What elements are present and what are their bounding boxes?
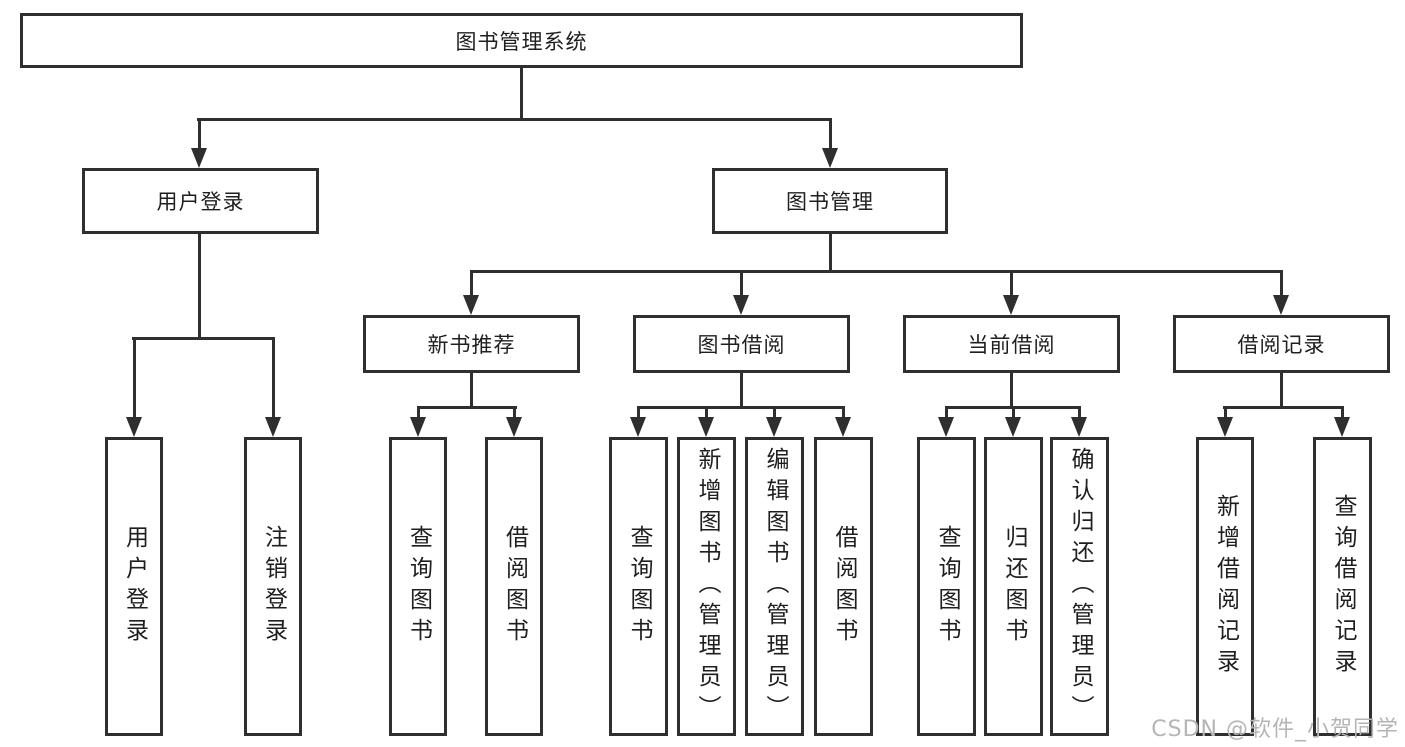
arrowhead-icon	[835, 417, 851, 437]
connector-line	[133, 337, 136, 421]
node-library-system: 图书管理系统	[20, 13, 1023, 68]
leaf-current-confirm-return-admin: 确认归还（管理员）	[1050, 437, 1109, 736]
leaf-records-query-record: 查询借阅记录	[1313, 437, 1372, 736]
connector-line	[1224, 406, 1227, 421]
arrowhead-icon	[506, 417, 522, 437]
arrowhead-icon	[1071, 417, 1087, 437]
node-borrow-records: 借阅记录	[1173, 315, 1390, 373]
arrowhead-icon	[698, 417, 714, 437]
node-book-borrow: 图书借阅	[633, 315, 850, 373]
connector-line	[417, 406, 420, 421]
connector-line	[1010, 270, 1013, 299]
node-current-borrow: 当前借阅	[903, 315, 1120, 373]
connector-line	[829, 232, 832, 272]
leaf-current-query-books: 查询图书	[917, 437, 976, 736]
arrowhead-icon	[822, 148, 838, 168]
arrowhead-icon	[938, 417, 954, 437]
connector-line	[272, 337, 275, 421]
arrowhead-icon	[630, 417, 646, 437]
node-user-login: 用户登录	[82, 168, 319, 234]
arrowhead-icon	[126, 417, 142, 437]
connector-line	[637, 406, 640, 421]
leaf-borrow-query-books: 查询图书	[609, 437, 668, 736]
connector-line	[740, 270, 743, 299]
arrowhead-icon	[191, 148, 207, 168]
connector-line	[197, 118, 832, 121]
connector-line	[132, 337, 275, 340]
connector-line	[1010, 371, 1013, 408]
leaf-recommend-query-books: 查询图书	[389, 437, 447, 736]
leaf-borrow-borrow-books: 借阅图书	[814, 437, 873, 736]
arrowhead-icon	[463, 295, 479, 315]
arrowhead-icon	[1334, 417, 1350, 437]
leaf-user-login: 用户登录	[105, 437, 163, 736]
connector-line	[470, 270, 1283, 273]
arrowhead-icon	[1273, 295, 1289, 315]
connector-line	[1078, 406, 1081, 421]
connector-line	[740, 371, 743, 408]
connector-line	[1341, 406, 1344, 421]
leaf-logout: 注销登录	[244, 437, 302, 736]
leaf-borrow-edit-books-admin: 编辑图书（管理员）	[745, 437, 804, 736]
connector-line	[773, 406, 776, 421]
leaf-current-return-books: 归还图书	[984, 437, 1043, 736]
connector-line	[637, 406, 845, 409]
connector-line	[513, 406, 516, 421]
connector-line	[945, 406, 948, 421]
watermark: CSDN @软件_小贺同学	[1151, 717, 1399, 742]
leaf-records-add-record: 新增借阅记录	[1196, 437, 1254, 736]
arrowhead-icon	[766, 417, 782, 437]
leaf-borrow-add-books-admin: 新增图书（管理员）	[677, 437, 736, 736]
leaf-recommend-borrow-books: 借阅图书	[485, 437, 543, 736]
node-new-book-recommend: 新书推荐	[363, 315, 580, 373]
arrowhead-icon	[265, 417, 281, 437]
connector-line	[470, 270, 473, 299]
connector-line	[1280, 371, 1283, 408]
connector-line	[829, 118, 832, 152]
connector-line	[705, 406, 708, 421]
connector-line	[1012, 406, 1015, 421]
arrowhead-icon	[733, 295, 749, 315]
arrowhead-icon	[1217, 417, 1233, 437]
arrowhead-icon	[410, 417, 426, 437]
connector-line	[520, 67, 523, 120]
connector-line	[198, 118, 201, 152]
connector-line	[842, 406, 845, 421]
connector-line	[198, 232, 201, 339]
arrowhead-icon	[1005, 417, 1021, 437]
connector-line	[1280, 270, 1283, 299]
connector-line	[1223, 406, 1344, 409]
connector-line	[417, 406, 517, 409]
node-book-management: 图书管理	[712, 168, 948, 234]
arrowhead-icon	[1003, 295, 1019, 315]
connector-line	[470, 371, 473, 408]
